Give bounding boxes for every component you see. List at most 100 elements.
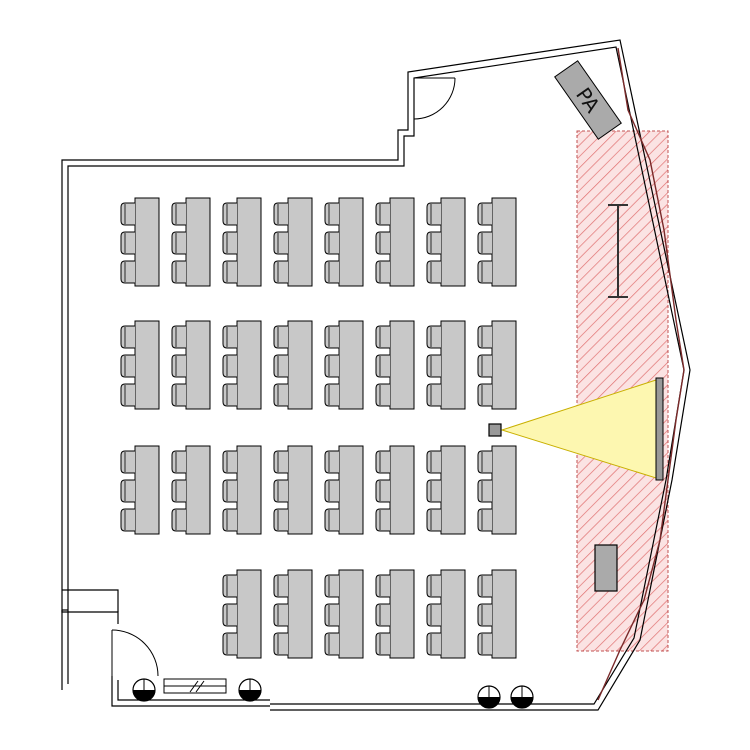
desk-group	[426, 197, 466, 287]
light-fixtures	[132, 678, 534, 709]
chair-icon	[375, 508, 390, 532]
chair-icon	[426, 231, 441, 255]
desk-icon	[287, 197, 313, 287]
chair-icon	[477, 603, 492, 627]
desk-icon	[491, 320, 517, 410]
chair-icon	[324, 383, 339, 407]
chair-icon	[426, 260, 441, 284]
chair-icon	[477, 450, 492, 474]
chair-icon	[324, 632, 339, 656]
chair-icon	[375, 231, 390, 255]
chair-icon	[273, 383, 288, 407]
desk-icon	[491, 569, 517, 659]
desk-group	[477, 320, 517, 410]
chair-icon	[477, 231, 492, 255]
chair-icon	[120, 325, 135, 349]
chair-icon	[222, 354, 237, 378]
desk-group	[273, 320, 313, 410]
ceiling-light-icon	[238, 678, 262, 702]
lectern	[594, 544, 618, 592]
desk-icon	[389, 445, 415, 535]
chair-icon	[426, 479, 441, 503]
desk-icon	[236, 569, 262, 659]
desk-group	[477, 197, 517, 287]
chair-icon	[324, 231, 339, 255]
chair-icon	[375, 450, 390, 474]
desk-icon	[236, 197, 262, 287]
chair-icon	[171, 231, 186, 255]
desk-group	[120, 197, 160, 287]
chair-icon	[426, 383, 441, 407]
desk-group	[120, 445, 160, 535]
projector-icon	[488, 423, 502, 437]
chair-icon	[171, 260, 186, 284]
chair-icon	[426, 202, 441, 226]
chair-icon	[375, 202, 390, 226]
desk-group	[273, 445, 313, 535]
chair-icon	[324, 508, 339, 532]
door-swing-icon	[413, 77, 456, 120]
room-walls	[61, 39, 691, 711]
chair-icon	[324, 354, 339, 378]
chair-icon	[273, 574, 288, 598]
desk-group	[273, 569, 313, 659]
chair-icon	[375, 603, 390, 627]
desk-icon	[338, 569, 364, 659]
desk-group	[222, 445, 262, 535]
desk-icon	[287, 445, 313, 535]
chair-icon	[120, 383, 135, 407]
pa-system: PA	[554, 60, 622, 140]
chair-icon	[324, 450, 339, 474]
chair-icon	[222, 508, 237, 532]
desk-icon	[287, 320, 313, 410]
chair-icon	[222, 325, 237, 349]
chair-icon	[324, 325, 339, 349]
desk-group	[426, 445, 466, 535]
light-half	[133, 690, 155, 701]
chair-icon	[171, 450, 186, 474]
chair-icon	[222, 231, 237, 255]
chair-icon	[273, 450, 288, 474]
desk-icon	[440, 445, 466, 535]
chair-icon	[324, 260, 339, 284]
chair-icon	[120, 202, 135, 226]
chair-icon	[273, 354, 288, 378]
light-half	[511, 697, 533, 708]
chair-icon	[477, 508, 492, 532]
desk-group	[222, 320, 262, 410]
chair-icon	[171, 325, 186, 349]
desk-icon	[236, 320, 262, 410]
chair-icon	[426, 508, 441, 532]
entry-bench	[163, 678, 227, 694]
chair-icon	[171, 479, 186, 503]
light-half	[478, 697, 500, 708]
chair-icon	[222, 632, 237, 656]
desk-icon	[338, 445, 364, 535]
desk-group	[426, 569, 466, 659]
desk-group	[477, 569, 517, 659]
chair-icon	[171, 508, 186, 532]
chair-icon	[324, 202, 339, 226]
chair-icon	[273, 260, 288, 284]
chair-icon	[222, 260, 237, 284]
desk-group	[324, 569, 364, 659]
chair-icon	[375, 325, 390, 349]
chair-icon	[273, 231, 288, 255]
desk-icon	[491, 445, 517, 535]
desk-icon	[389, 320, 415, 410]
desk-group	[375, 320, 415, 410]
seating-area	[120, 197, 517, 659]
desk-group	[273, 197, 313, 287]
desk-group	[171, 320, 211, 410]
chair-icon	[120, 450, 135, 474]
desk-group	[324, 445, 364, 535]
desk-group	[171, 445, 211, 535]
chair-icon	[120, 479, 135, 503]
chair-icon	[273, 632, 288, 656]
desk-icon	[440, 569, 466, 659]
desk-icon	[389, 197, 415, 287]
desk-icon	[440, 320, 466, 410]
chair-icon	[222, 479, 237, 503]
chair-icon	[375, 632, 390, 656]
